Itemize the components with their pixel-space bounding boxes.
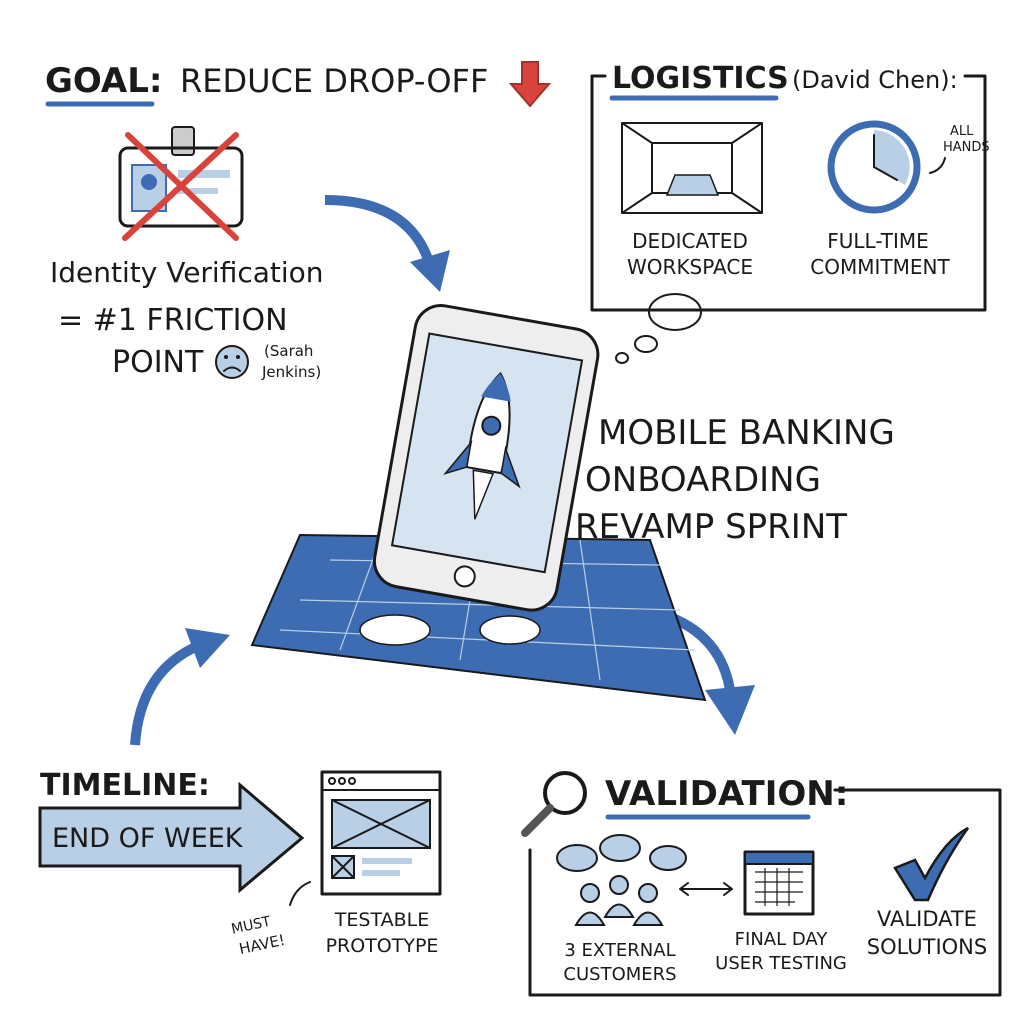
deadline-arrow [38, 781, 305, 894]
testing-label2: USER TESTING [715, 953, 847, 974]
sad-face-icon [215, 345, 249, 379]
rocket-icon [443, 371, 521, 520]
logistics-box: LOGISTICS (David Chen): DEDICATED WORKSP… [590, 61, 990, 312]
timeline-title: TIMELINE: [40, 768, 210, 803]
magnifier-icon [521, 771, 587, 837]
attribution-line2: Jenkins) [261, 363, 321, 381]
flow-arrow-top [324, 195, 435, 267]
timeline-section: TIMELINE: END OF WEEK MUST HAVE! TESTABL… [38, 768, 442, 958]
customers-label2: CUSTOMERS [563, 964, 676, 985]
validation-box: VALIDATION: 3 EXTERNAL CUSTOMERS FINAL D… [521, 771, 1002, 997]
clock-icon [827, 120, 921, 214]
testing-label1: FINAL DAY [735, 929, 829, 950]
sprint-title-line3: REVAMP SPRINT [575, 507, 847, 547]
friction-line1: Identity Verification [50, 256, 324, 289]
logistics-owner: (David Chen): [792, 66, 958, 94]
customers-icon [556, 834, 687, 926]
arrow-down-icon [508, 61, 552, 108]
validation-title: VALIDATION: [605, 774, 848, 814]
sprint-title-line2: ONBOARDING [585, 460, 821, 500]
all-hands-note1: ALL [950, 124, 974, 139]
attribution-line1: (Sarah [264, 342, 313, 360]
friction-section: Identity Verification = #1 FRICTION POIN… [50, 256, 324, 381]
phone-illustration [372, 304, 600, 612]
validate-label1: VALIDATE [877, 907, 977, 931]
deliverable-line2: PROTOTYPE [326, 935, 439, 957]
flow-arrow-left [130, 640, 203, 746]
customers-label1: 3 EXTERNAL [564, 940, 675, 961]
logistics-title: LOGISTICS [612, 61, 789, 96]
friction-line2: = #1 FRICTION [58, 303, 288, 338]
checkmark-icon [893, 826, 970, 902]
prototype-wireframe-icon [320, 770, 442, 896]
sprint-title-line1: MOBILE BANKING [598, 413, 895, 453]
validate-label2: SOLUTIONS [867, 935, 987, 959]
deliverable-line1: TESTABLE [334, 909, 429, 931]
workspace-label2: WORKSPACE [627, 255, 753, 279]
friction-line3: POINT [112, 345, 204, 380]
goal-section: GOAL: REDUCE DROP-OFF [45, 61, 552, 108]
workspace-label1: DEDICATED [632, 229, 748, 253]
sprint-title: MOBILE BANKING ONBOARDING REVAMP SPRINT [575, 413, 895, 547]
time-label1: FULL-TIME [827, 229, 928, 253]
deadline-text: END OF WEEK [52, 823, 244, 854]
workspace-room-icon [621, 122, 763, 214]
all-hands-note2: HANDS [943, 140, 990, 155]
id-card-icon [118, 126, 244, 241]
double-arrow-icon [679, 882, 733, 896]
calendar-icon [743, 850, 815, 916]
goal-label: GOAL: [45, 61, 162, 101]
thought-bubbles [615, 293, 702, 364]
time-label2: COMMITMENT [810, 255, 950, 279]
goal-text: REDUCE DROP-OFF [180, 62, 488, 100]
